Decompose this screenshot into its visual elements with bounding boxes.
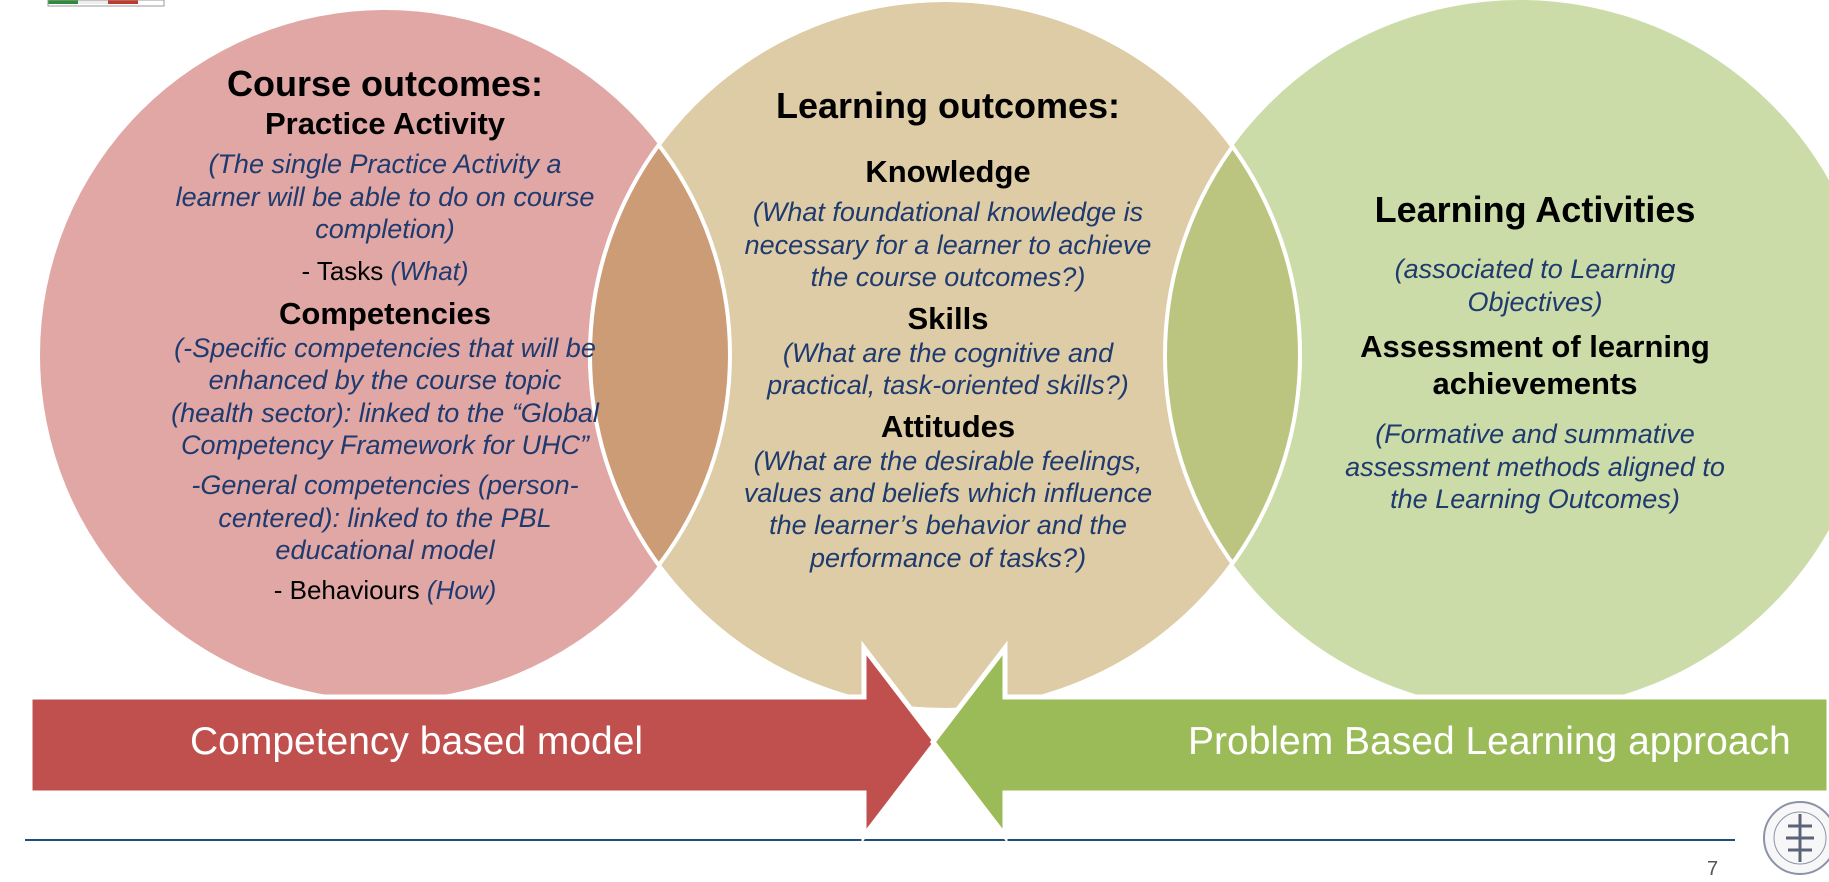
right-circle-content: Learning Activities (associated to Learn…: [1340, 188, 1730, 516]
behaviours-note: (How): [426, 574, 497, 605]
behaviours-line: - Behaviours (How): [165, 575, 605, 606]
red-arrow: [27, 640, 940, 844]
green-arrow: [929, 640, 1829, 844]
page-number: 7: [1707, 858, 1719, 880]
tasks-note: (What): [390, 255, 469, 286]
competency-model-label: Competency based model: [190, 720, 644, 763]
left-circle: [40, 10, 730, 700]
competencies-general: -General competencies (person-centered):…: [191, 470, 579, 566]
attitudes-title: Attitudes: [880, 408, 1016, 444]
flag-logo: [47, 0, 165, 7]
competencies-specific: (-Specific competencies that will be enh…: [171, 332, 599, 461]
tasks-label: - Tasks: [301, 255, 384, 286]
attitudes-desc: (What are the desirable feelings, values…: [743, 445, 1153, 573]
assessment-desc: (Formative and summative assessment meth…: [1345, 419, 1725, 515]
skills-title: Skills: [907, 300, 989, 336]
learning-activities-title: Learning Activities: [1374, 189, 1696, 230]
course-outcomes-title: Course outcomes:: [226, 63, 544, 104]
knowledge-desc: (What foundational knowledge is necessar…: [744, 197, 1152, 293]
middle-circle-content: Learning outcomes: Knowledge (What found…: [738, 84, 1158, 574]
competencies-title: Competencies: [279, 295, 491, 331]
assessment-title: Assessment of learning achievements: [1360, 328, 1710, 402]
tasks-line: - Tasks (What): [165, 256, 605, 287]
pbl-approach-label: Problem Based Learning approach: [1188, 720, 1791, 763]
institute-seal-logo: [1763, 801, 1829, 875]
learning-activities-desc: (associated to Learning Objectives): [1394, 254, 1676, 317]
left-circle-content: Course outcomes: Practice Activity (The …: [165, 62, 605, 606]
knowledge-title: Knowledge: [865, 154, 1031, 190]
right-circle: [1165, 0, 1829, 710]
behaviours-label: - Behaviours: [273, 574, 420, 605]
practice-activity-title: Practice Activity: [264, 106, 506, 142]
learning-outcomes-title: Learning outcomes:: [775, 85, 1121, 126]
practice-activity-desc: (The single Practice Activity a learner …: [175, 149, 595, 245]
skills-desc: (What are the cognitive and practical, t…: [767, 337, 1129, 401]
